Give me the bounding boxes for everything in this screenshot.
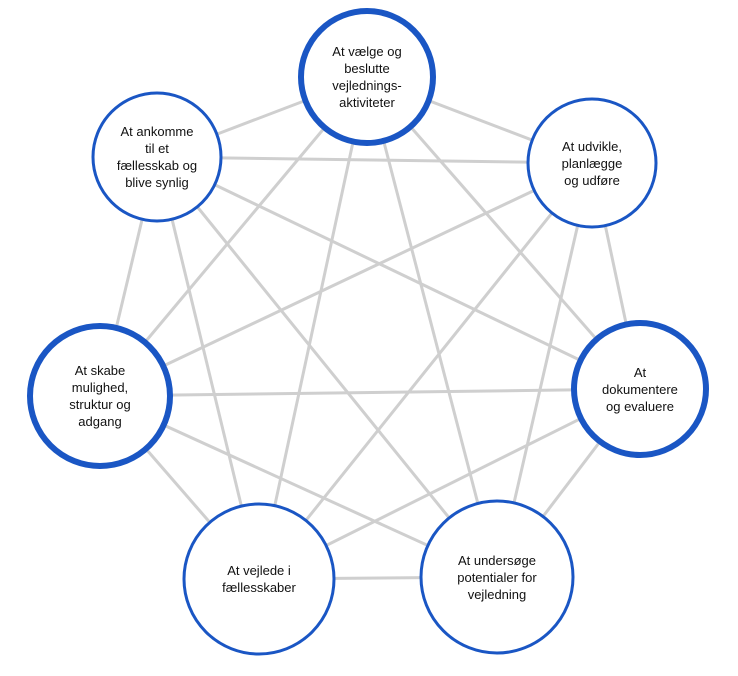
- node-circle-vejlede: [182, 502, 336, 656]
- node-label-line: vejledning: [467, 586, 527, 602]
- node-label-line: aktiviteter: [339, 95, 395, 110]
- edge-dokumentere-ankomme: [156, 155, 641, 391]
- node-label-line: mulighed,: [71, 380, 129, 395]
- node-label-line: At ankomme: [120, 124, 194, 139]
- node-label-line: og udføre: [564, 172, 620, 188]
- edge-udvikle-ankomme: [156, 155, 593, 165]
- node-label-line: fællesskaber: [222, 580, 296, 595]
- edge-udvikle-vejlede: [257, 162, 594, 580]
- node-label-line: adgang: [78, 414, 122, 429]
- node-circle-dokumentere: [571, 320, 709, 458]
- node-label-line: At udvikle,: [561, 138, 622, 154]
- node-circle-skabe: [27, 323, 173, 469]
- node-label-line: At vælge og: [332, 44, 402, 59]
- node-circle-udvikle: [526, 97, 658, 229]
- node-label-line: planlægge: [561, 155, 623, 171]
- node-label-line: At: [633, 364, 647, 380]
- node-label-vaelge: At vælge og beslutte vejlednings-aktivitet…: [314, 11, 420, 143]
- node-label-line: fællesskab og: [116, 158, 198, 173]
- node-label-ankomme: At ankomme til et fællesskab og blive synli…: [106, 93, 208, 221]
- node-label-line: blive synlig: [125, 175, 189, 190]
- edge-udvikle-skabe: [99, 161, 593, 398]
- node-label-line: At vejlede i: [227, 563, 291, 578]
- node-circle-vaelge: [298, 8, 436, 146]
- node-label-line: vejlednings-: [332, 78, 402, 93]
- node-label-line: struktur og: [69, 397, 131, 412]
- node-label-vejlede: At vejlede i fællesskaber: [199, 504, 319, 654]
- node-circle-ankomme: [91, 91, 223, 223]
- node-label-skabe: At skabe mulighed, struktur og adgang: [44, 326, 156, 466]
- node-label-line: potentialer for: [457, 569, 537, 585]
- node-label-line: At skabe: [74, 363, 126, 378]
- node-label-line: dokumentere: [602, 381, 678, 397]
- node-circles: [27, 8, 709, 656]
- node-circle-undersoege: [419, 499, 575, 655]
- edge-undersoege-ankomme: [155, 156, 499, 578]
- node-label-line: beslutte: [344, 61, 390, 76]
- edge-vaelge-dokumentere: [365, 76, 642, 390]
- edge-dokumentere-skabe: [99, 387, 641, 398]
- node-label-line: og evaluere: [606, 398, 674, 414]
- node-label-line: At undersøge: [457, 552, 536, 568]
- node-label-line: til et: [145, 141, 169, 156]
